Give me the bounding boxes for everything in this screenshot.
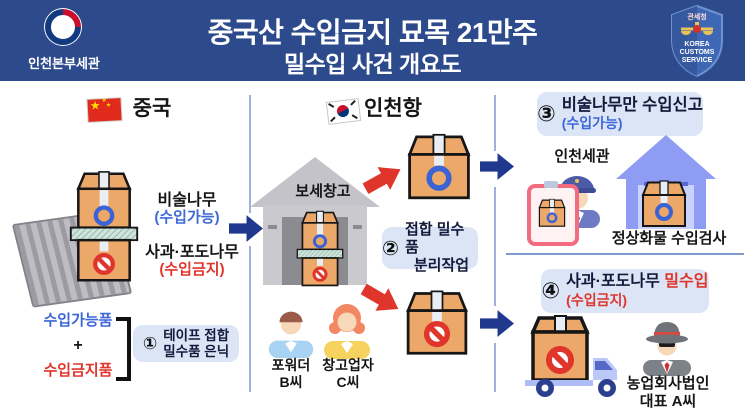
section-label-china: 중국 [132, 97, 172, 120]
divider-right-middle [494, 187, 496, 306]
step3-title: 비술나무만 수입신고 [561, 96, 703, 114]
warehouse-operator-label: 창고업자 C씨 [316, 357, 380, 391]
banned-item-label: 사과·포도나무 [145, 244, 239, 261]
combo-plus-label: + [73, 337, 83, 354]
step1-line2: 밀수품 은닉 [163, 343, 230, 359]
allowed-item-label: 비술나무 [157, 192, 217, 209]
divider-right-horizontal [506, 253, 744, 255]
trigram-4 [351, 114, 358, 120]
step1-number: ① [142, 333, 158, 353]
taped-double-box-in-warehouse-icon [295, 210, 345, 287]
banned-note-label: (수입금지) [159, 261, 225, 278]
taped-double-box-icon [66, 170, 142, 284]
inspection-clipboard-icon [527, 181, 579, 246]
ceo-label-line1: 농업회사법인 [626, 375, 710, 392]
forwarder-label: 포워더 B씨 [256, 357, 326, 391]
divider-right-bottom [494, 343, 496, 392]
shield-en-line1: KOREA [684, 41, 710, 48]
shield-en-label: KOREA CUSTOMS SERVICE [668, 41, 726, 65]
customs-office-label: 인천세관 [554, 148, 610, 165]
inspection-label: 정상화물 수입검사 [611, 230, 727, 247]
government-emblem-icon [44, 8, 82, 46]
step3-note: (수입가능) [561, 115, 623, 132]
step3-number: ③ [537, 101, 556, 126]
flag-star-big: ★ [89, 98, 101, 113]
ceo-label: 농업회사법인 대표 A씨 [620, 375, 716, 412]
step2-line2: 분리작업 [413, 256, 470, 274]
step2-number: ② [382, 237, 399, 260]
page-title-line1: 중국산 수입금지 묘목 21만주 [207, 17, 538, 48]
warehouse-operator-label-line1: 창고업자 [322, 357, 374, 373]
taegeuk-symbol [336, 104, 350, 118]
shield-en-line2: CUSTOMS [679, 49, 715, 57]
org-name: 인천본부세관 [28, 56, 100, 71]
divider-left-top [249, 95, 251, 213]
header-banner: 인천본부세관 중국산 수입금지 묘목 21만주 밀수입 사건 개요도 관세청 K… [0, 0, 745, 81]
flow-arrow-2-icon [480, 153, 514, 180]
warehouse-label: 보세창고 [295, 183, 351, 200]
inspected-box-icon [642, 180, 686, 227]
section-label-port: 인천항 [364, 97, 422, 120]
flag-star-small2: ★ [105, 102, 112, 109]
page-title-line2: 밀수입 사건 개요도 [283, 51, 462, 77]
step4-badge: ④ 사과·포도나무 밀수입 (수입금지) [541, 269, 709, 313]
step1-badge: ① 테이프 접합 밀수품 은닉 [133, 325, 239, 362]
shield-en-line3: SERVICE [681, 57, 713, 65]
permitted-box-icon [408, 133, 470, 200]
clipboard-clip [544, 181, 558, 188]
step4-number: ④ [541, 278, 561, 303]
divider-left-bottom [249, 246, 251, 392]
combo-banned-label: 수입금지품 [43, 362, 113, 379]
flow-arrow-3-icon [480, 310, 514, 337]
warehouse-operator-avatar [324, 304, 370, 359]
customs-shield-logo: 관세청 KOREA CUSTOMS SERVICE [668, 4, 726, 78]
warehouse-operator-label-line2: C씨 [336, 374, 360, 391]
trigram-2 [350, 99, 356, 106]
step2-badge: ② 접합 밀수품 분리작업 [382, 221, 478, 274]
allowed-note-label: (수입가능) [154, 209, 220, 226]
ceo-label-line2: 대표 A씨 [639, 393, 697, 411]
step2-line1: 접합 밀수품 [404, 221, 465, 257]
shield-agency-label: 관세청 [687, 14, 707, 21]
china-flag-icon: ★ ★ ★ [87, 98, 122, 122]
divider-right-top [494, 95, 496, 151]
step1-line1: 테이프 접합 [163, 327, 230, 343]
korea-flag-icon [325, 98, 362, 125]
step4-title-items: 사과·포도나무 [566, 273, 660, 291]
forwarder-avatar [268, 311, 314, 358]
combo-allowed-label: 수입가능품 [43, 312, 113, 329]
trigram-3 [330, 116, 336, 123]
forwarder-label-line2: B씨 [279, 374, 303, 391]
banned-box-icon [406, 290, 468, 355]
trigram-1 [328, 103, 335, 108]
step4-note: (수입금지) [566, 292, 628, 309]
step3-badge: ③ 비술나무만 수입신고 (수입가능) [537, 92, 703, 136]
step4-title-smuggle: 밀수입 [664, 273, 709, 291]
clipboard-box-icon [538, 198, 566, 227]
bracket-shape [116, 317, 131, 381]
smuggling-truck-icon [525, 315, 617, 397]
forwarder-label-line1: 포워더 [271, 357, 311, 373]
shield-icon [671, 4, 723, 78]
ceo-avatar [643, 322, 691, 376]
